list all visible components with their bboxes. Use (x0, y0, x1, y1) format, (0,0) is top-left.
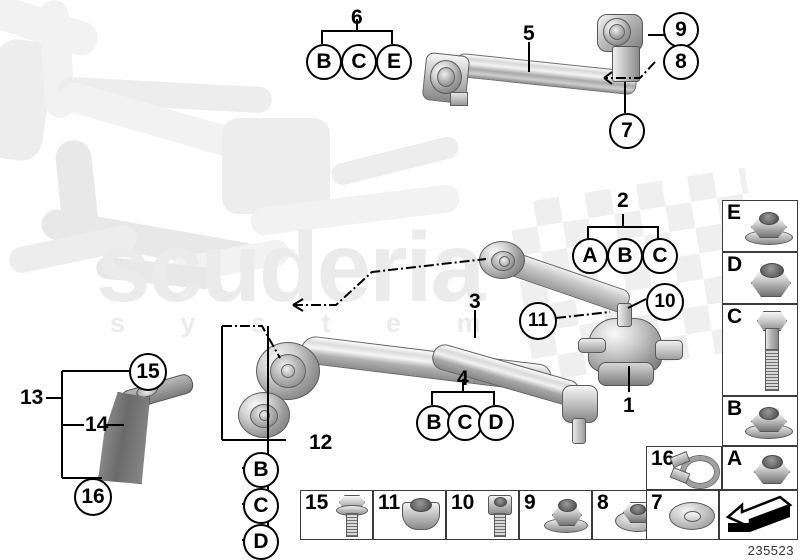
callout-label-3: 3 (469, 290, 481, 313)
washer-icon (668, 498, 715, 532)
callout-circle-8[interactable]: 8 (663, 44, 699, 80)
callout-circle-6-C[interactable]: C (341, 44, 377, 80)
callout-circle-11[interactable]: 11 (519, 302, 557, 340)
callout-circle-12-D[interactable]: D (243, 524, 279, 560)
part-cell-label: B (727, 397, 743, 420)
flange-nut-icon (743, 404, 793, 439)
hex-nut-icon (749, 452, 793, 484)
part-cell-9[interactable]: 9 (519, 490, 592, 540)
callout-circle-16[interactable]: 16 (74, 478, 112, 516)
part-cell-label: 8 (597, 491, 609, 514)
part-cell-7[interactable]: 7 (646, 490, 719, 540)
part-cell-label: 15 (305, 491, 329, 514)
callout-label-4: 4 (457, 367, 469, 390)
part-cell-label: 10 (451, 491, 475, 514)
callout-circle-10[interactable]: 10 (646, 283, 684, 321)
part-cell-15[interactable]: 15 (300, 490, 373, 540)
diagram-id-number: 235523 (747, 543, 794, 558)
callout-label-14: 14 (85, 413, 109, 436)
flange-bolt-icon (334, 493, 368, 537)
callout-circle-7[interactable]: 7 (609, 113, 645, 149)
part-cell-label: D (727, 253, 743, 276)
part-cell-D[interactable]: D (722, 252, 798, 304)
part-cell-C[interactable]: C (722, 304, 798, 396)
flange-nut-icon (543, 496, 588, 534)
callout-label-1: 1 (623, 394, 635, 417)
cap-nut-icon (399, 496, 441, 534)
callout-circle-2-C[interactable]: C (642, 238, 678, 274)
part-cell-10[interactable]: 10 (446, 490, 519, 540)
watermark-sub-text: s y s t e m (110, 308, 505, 338)
callout-circle-4-D[interactable]: D (478, 405, 514, 441)
part-cell-label: 7 (651, 491, 663, 514)
callout-circle-12-C[interactable]: C (243, 488, 279, 524)
callout-circle-12-B[interactable]: B (243, 452, 279, 488)
part-cell-label: 16 (651, 447, 675, 470)
callout-label-2: 2 (617, 189, 629, 212)
callout-circle-15[interactable]: 15 (129, 353, 167, 391)
callout-label-5: 5 (523, 22, 535, 45)
part-cell-label: C (727, 305, 743, 328)
callout-circle-9[interactable]: 9 (663, 12, 699, 48)
part-cell-label: 9 (524, 491, 536, 514)
callout-circle-2-B[interactable]: B (607, 238, 643, 274)
callout-circle-6-B[interactable]: B (306, 44, 342, 80)
part-cell-11[interactable]: 11 (373, 490, 446, 540)
hose-clamp-icon (669, 451, 719, 488)
part-cell-A[interactable]: A (722, 446, 798, 490)
part-cell-label: E (727, 201, 742, 224)
hex-bolt-icon (749, 309, 793, 391)
callout-label-6: 6 (351, 6, 363, 29)
callout-label-12: 12 (309, 431, 333, 454)
part-cell-label: 11 (378, 491, 401, 514)
callout-circle-6-E[interactable]: E (376, 44, 412, 80)
callout-label-13: 13 (20, 386, 44, 409)
watermark-brand-text: scuderia (96, 212, 485, 322)
callout-circle-2-A[interactable]: A (572, 238, 608, 274)
lock-nut-icon (745, 259, 793, 297)
flange-nut-icon (743, 208, 793, 245)
direction-arrow-icon (725, 495, 793, 532)
part-cell-16[interactable]: 16 (646, 446, 722, 490)
socket-bolt-icon (482, 493, 514, 537)
part-cell-label: A (727, 447, 743, 470)
part-cell-E[interactable]: E (722, 200, 798, 252)
part-cell-direction-arrow[interactable] (719, 490, 798, 540)
part-cell-B[interactable]: B (722, 396, 798, 446)
